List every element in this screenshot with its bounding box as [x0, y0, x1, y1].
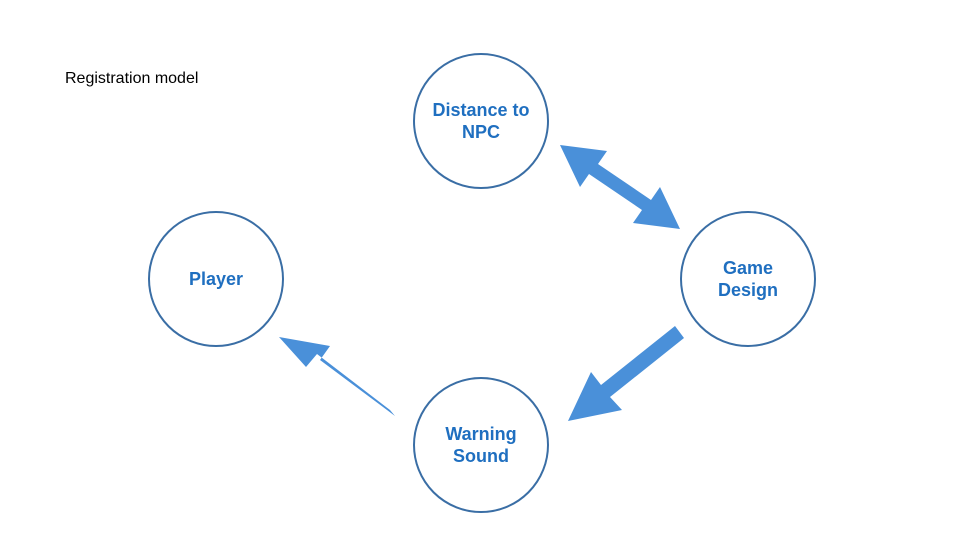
node-distance-to-npc: Distance to NPC: [413, 53, 549, 189]
node-game-label: Game Design: [717, 258, 778, 300]
node-distance-label: Distance to NPC: [432, 100, 530, 142]
arrow-warning-player: [279, 337, 395, 416]
node-warning-sound: Warning Sound: [413, 377, 549, 513]
arrow-distance-game: [560, 145, 680, 229]
node-player-label: Player: [188, 269, 244, 289]
diagram-caption: Registration model: [65, 70, 199, 87]
node-game-design: Game Design: [680, 211, 816, 347]
arrow-game-warning: [568, 326, 684, 421]
node-player: Player: [148, 211, 284, 347]
node-warning-label: Warning Sound: [445, 424, 517, 466]
